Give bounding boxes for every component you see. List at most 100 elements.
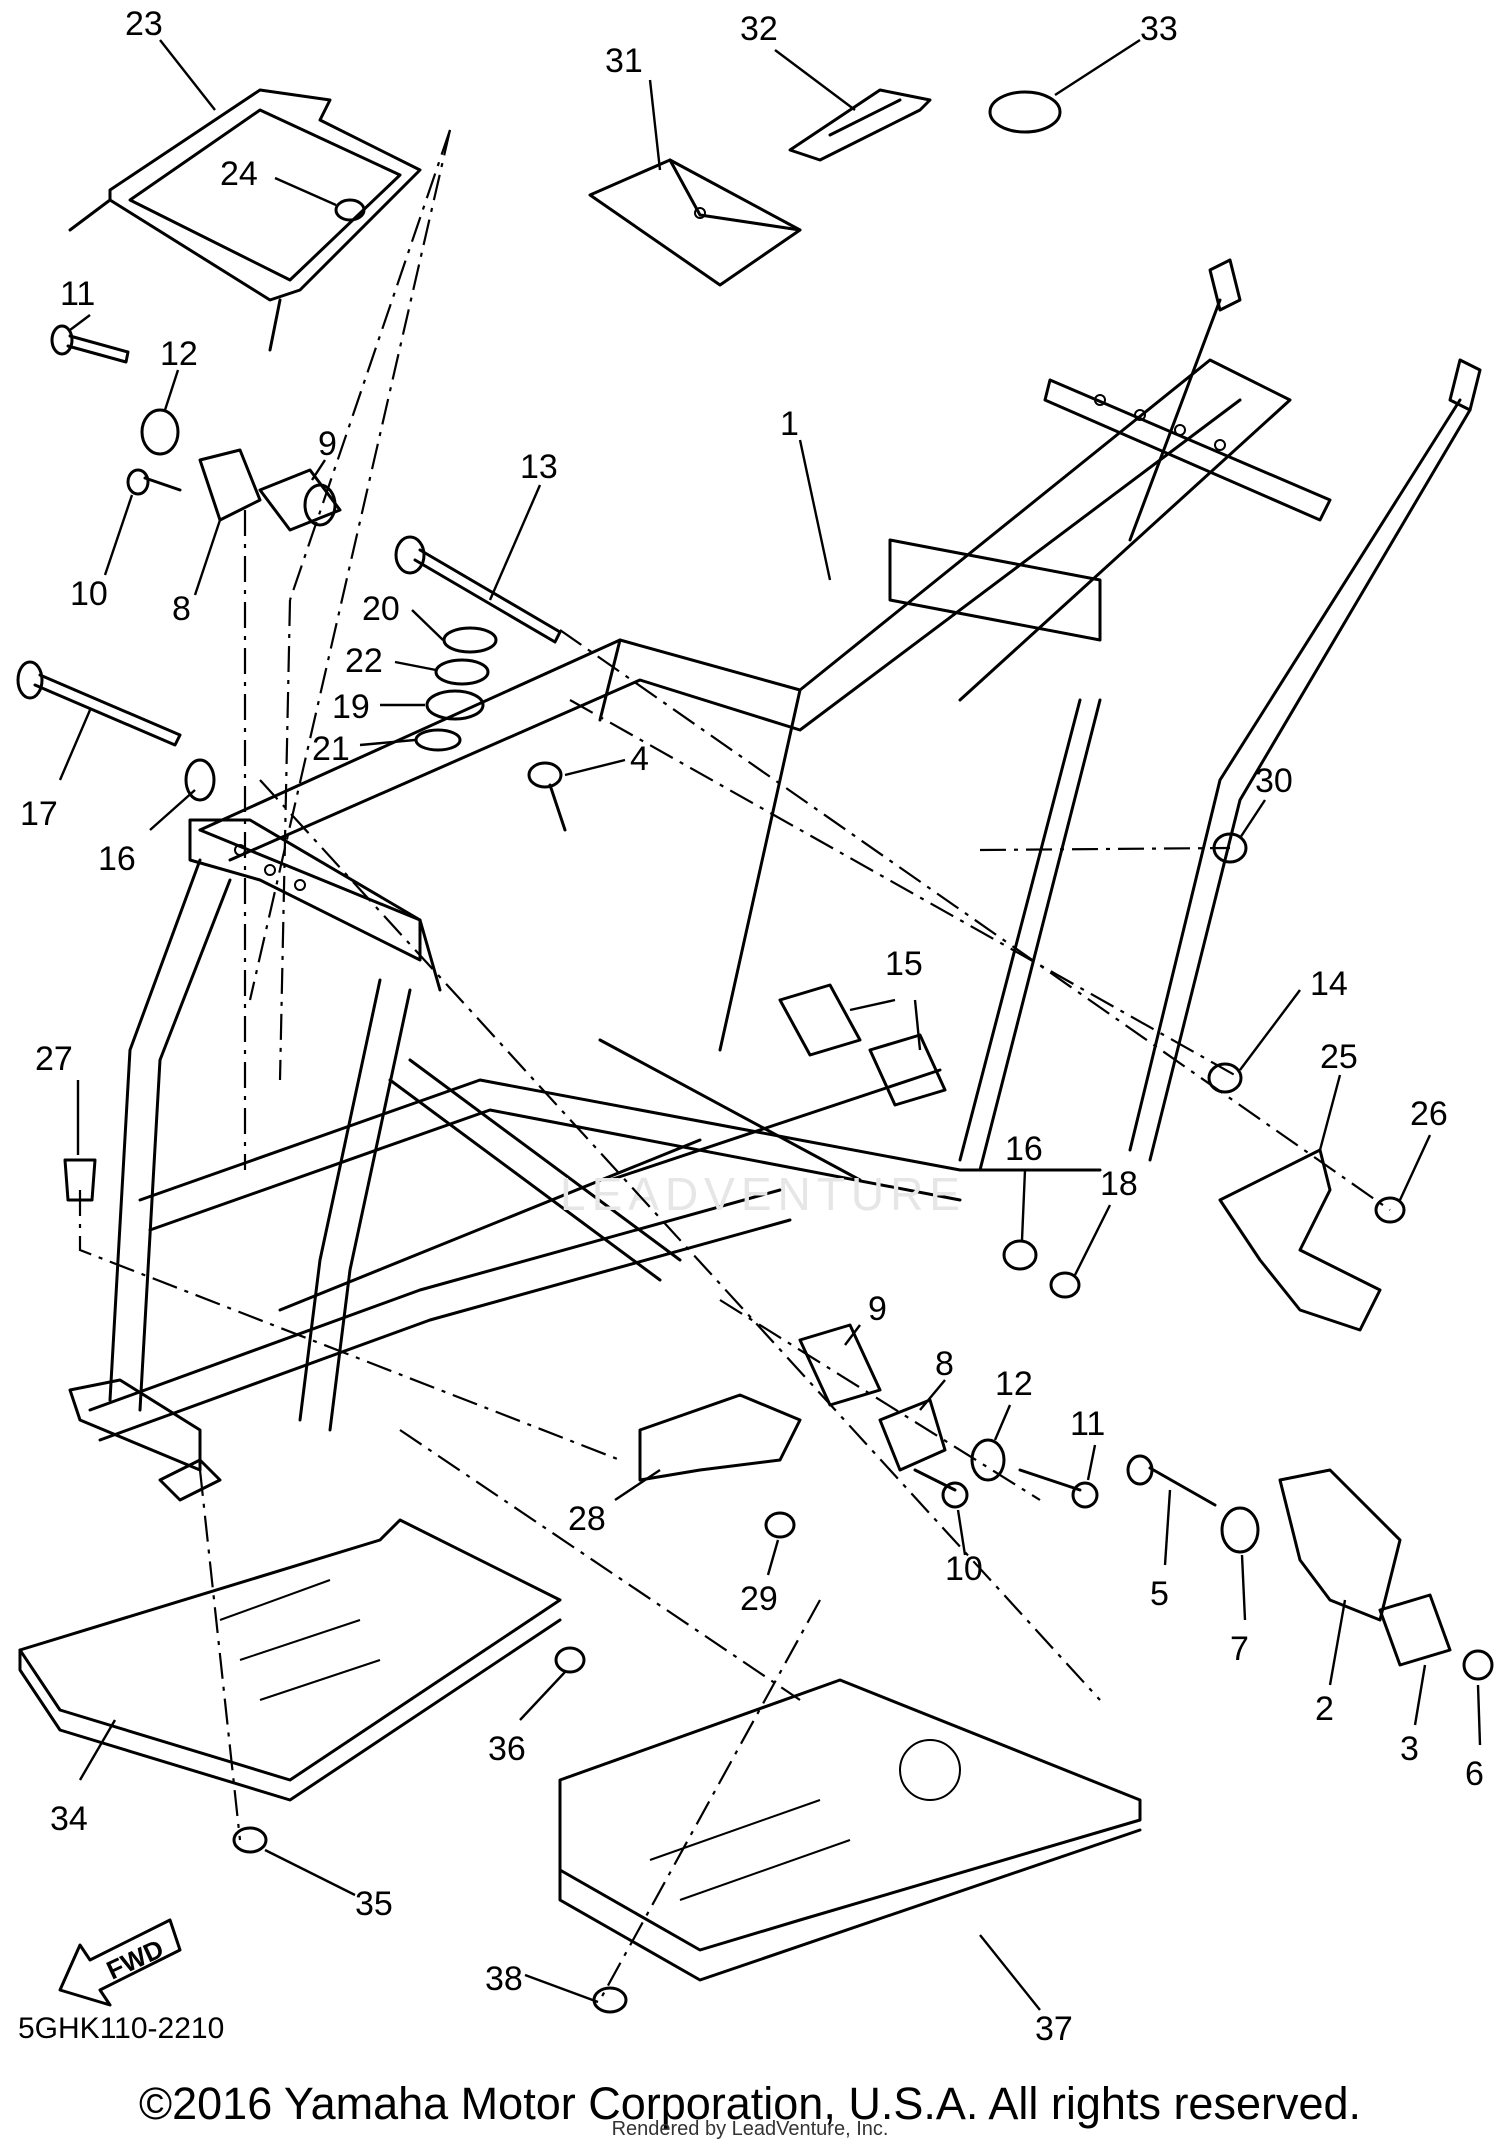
callout-8-upper: 8 <box>172 519 222 628</box>
callout-8-lower: 8 <box>919 1345 954 1411</box>
svg-text:25: 25 <box>1320 1038 1358 1076</box>
svg-text:27: 27 <box>35 1040 73 1078</box>
callout-10-upper: 10 <box>70 494 134 613</box>
part-10-bolt-upper <box>126 468 182 496</box>
part-33-o-ring <box>988 90 1062 134</box>
callout-35: 35 <box>264 1848 393 1923</box>
callout-1: 1 <box>780 405 832 581</box>
callout-20: 20 <box>362 590 444 641</box>
callout-28: 28 <box>568 1469 661 1538</box>
svg-text:12: 12 <box>995 1365 1033 1403</box>
part-37-rear-skid-plate <box>558 1678 1142 1982</box>
fwd-arrow-label: FWD <box>102 1933 168 1985</box>
svg-text:11: 11 <box>60 275 95 313</box>
part-8-bracket-upper <box>198 448 262 522</box>
part-16-collar-left <box>184 758 216 802</box>
callout-21: 21 <box>312 730 416 768</box>
fwd-arrow-icon: FWD <box>58 1918 182 2007</box>
svg-text:8: 8 <box>935 1345 954 1383</box>
svg-text:10: 10 <box>70 575 108 613</box>
part-36-bolt <box>554 1646 586 1674</box>
svg-text:10: 10 <box>945 1550 983 1588</box>
svg-text:1: 1 <box>780 405 799 443</box>
svg-text:6: 6 <box>1465 1755 1484 1793</box>
callout-34: 34 <box>50 1719 117 1838</box>
callout-30: 30 <box>1238 762 1293 839</box>
callout-12-lower: 12 <box>993 1365 1033 1441</box>
svg-text:34: 34 <box>50 1800 88 1838</box>
part-17-long-bolt <box>16 660 182 747</box>
part-13-long-bolt <box>394 535 562 644</box>
part-2-bracket <box>1278 1468 1402 1622</box>
main-frame <box>68 258 1482 1502</box>
callouts: 1 2 3 4 5 6 7 8 8 9 9 10 10 11 11 12 12 … <box>20 5 1484 2048</box>
callout-38: 38 <box>485 1960 599 2004</box>
callout-7: 7 <box>1230 1554 1249 1668</box>
callout-10-lower: 10 <box>945 1509 983 1588</box>
callout-9-lower: 9 <box>844 1290 887 1346</box>
callout-24: 24 <box>220 155 337 207</box>
parts-19-22-bearing-stack <box>414 626 498 752</box>
svg-text:9: 9 <box>318 425 337 463</box>
part-31-tool-pouch <box>588 158 802 287</box>
svg-text:7: 7 <box>1230 1630 1249 1668</box>
part-12-collar-lower <box>970 1438 1006 1482</box>
svg-text:5: 5 <box>1150 1575 1169 1613</box>
callout-33: 33 <box>1054 10 1178 97</box>
part-29-bolt <box>764 1511 796 1539</box>
svg-text:38: 38 <box>485 1960 523 1998</box>
svg-text:36: 36 <box>488 1730 526 1768</box>
callout-5: 5 <box>1150 1489 1172 1613</box>
callout-36: 36 <box>488 1671 566 1768</box>
callout-27: 27 <box>35 1040 80 1155</box>
svg-text:26: 26 <box>1410 1095 1448 1133</box>
callout-19: 19 <box>332 688 425 726</box>
copyright-notice: ©2016 Yamaha Motor Corporation, U.S.A. A… <box>138 2078 1362 2129</box>
callout-12-upper: 12 <box>160 335 198 411</box>
assembly-chain-lines <box>78 129 1391 2001</box>
callout-26: 26 <box>1398 1095 1448 1201</box>
svg-text:8: 8 <box>172 590 191 628</box>
part-23-carrier-rack <box>68 88 422 352</box>
svg-text:13: 13 <box>520 448 558 486</box>
callout-16-right: 16 <box>1005 1130 1043 1241</box>
svg-text:30: 30 <box>1255 762 1293 800</box>
part-11-bolt-lower <box>1018 1468 1099 1509</box>
callout-22: 22 <box>345 642 437 680</box>
callout-11-lower: 11 <box>1070 1405 1105 1481</box>
part-10-bolt-lower <box>913 1468 969 1509</box>
part-34-front-skid-plate <box>18 1518 562 1802</box>
svg-text:9: 9 <box>868 1290 887 1328</box>
svg-text:15: 15 <box>885 945 923 983</box>
callout-29: 29 <box>740 1539 780 1618</box>
svg-text:19: 19 <box>332 688 370 726</box>
svg-text:29: 29 <box>740 1580 778 1618</box>
callout-2: 2 <box>1315 1599 1347 1728</box>
part-5-bolt <box>1126 1454 1217 1507</box>
svg-text:16: 16 <box>98 840 136 878</box>
part-8-bracket-lower <box>878 1398 947 1472</box>
svg-text:35: 35 <box>355 1885 393 1923</box>
callout-32: 32 <box>740 10 856 111</box>
svg-text:28: 28 <box>568 1500 606 1538</box>
part-26-bolt <box>1374 1196 1406 1224</box>
part-15-bushings <box>778 983 947 1107</box>
callout-17: 17 <box>20 709 92 833</box>
part-16-collar-right <box>1002 1239 1038 1271</box>
svg-text:4: 4 <box>630 740 649 778</box>
callout-15: 15 <box>849 945 923 1051</box>
svg-text:16: 16 <box>1005 1130 1043 1168</box>
svg-text:22: 22 <box>345 642 383 680</box>
part-27-cap <box>63 1158 97 1202</box>
callout-11-upper: 11 <box>60 275 95 331</box>
part-38-bolt <box>592 1986 628 2014</box>
svg-text:31: 31 <box>605 42 643 80</box>
callout-3: 3 <box>1400 1664 1427 1768</box>
svg-text:37: 37 <box>1035 2010 1073 2048</box>
svg-text:14: 14 <box>1310 965 1348 1003</box>
part-12-collar-upper <box>140 408 180 456</box>
callout-14: 14 <box>1239 965 1348 1071</box>
callout-23: 23 <box>125 5 216 111</box>
part-9-bushing-upper <box>258 468 342 532</box>
